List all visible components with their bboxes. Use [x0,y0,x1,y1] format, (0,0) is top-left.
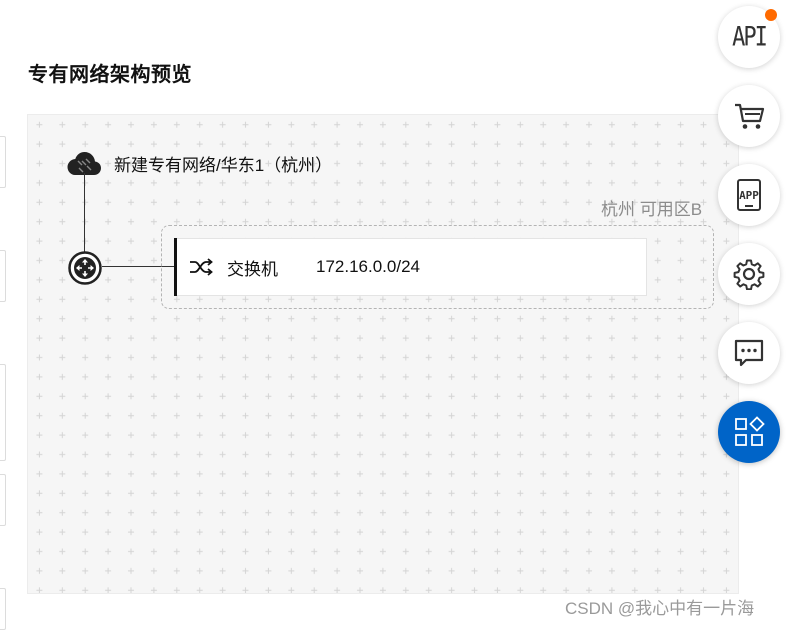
shuffle-icon [189,257,213,277]
settings-button[interactable] [718,243,780,305]
background-field-fragment [0,364,6,461]
background-field-fragment [0,136,6,188]
message-icon [734,339,764,367]
background-field-fragment [0,474,6,526]
zone-boundary [161,225,714,309]
feedback-button[interactable] [718,322,780,384]
grid-background [28,115,738,593]
vswitch-name: 交换机 [227,259,278,279]
vswitch-accent-bar [174,238,177,296]
cloud-icon [67,152,101,175]
api-icon: API [732,22,768,52]
watermark: CSDN @我心中有一片海 [565,599,755,618]
gear-icon [733,259,765,290]
app-button[interactable]: APP [718,164,780,226]
apps-grid-icon [735,416,765,446]
vswitch-cidr: 172.16.0.0/24 [316,257,420,276]
apps-menu-button[interactable] [718,401,780,463]
router-icon[interactable] [68,251,102,285]
cart-button[interactable] [718,85,780,147]
vpc-node[interactable]: 新建专有网络/华东1（杭州） [66,149,332,177]
zone-label: 杭州 可用区B [601,200,703,219]
connector-line [102,266,174,267]
topology-canvas: 新建专有网络/华东1（杭州） 杭州 可用区B 交换机 172.16.0.0/24 [27,114,739,594]
svg-text:APP: APP [739,189,759,202]
notification-dot [765,9,777,21]
app-icon: APP [737,179,761,211]
background-field-fragment [0,250,6,302]
page-title: 专有网络架构预览 [28,64,192,86]
cart-icon [735,103,765,129]
connector-line [84,173,85,252]
vswitch-card[interactable]: 交换机 172.16.0.0/24 [174,238,647,296]
background-field-fragment [0,588,6,630]
vpc-label: 新建专有网络/华东1（杭州） [114,155,333,175]
